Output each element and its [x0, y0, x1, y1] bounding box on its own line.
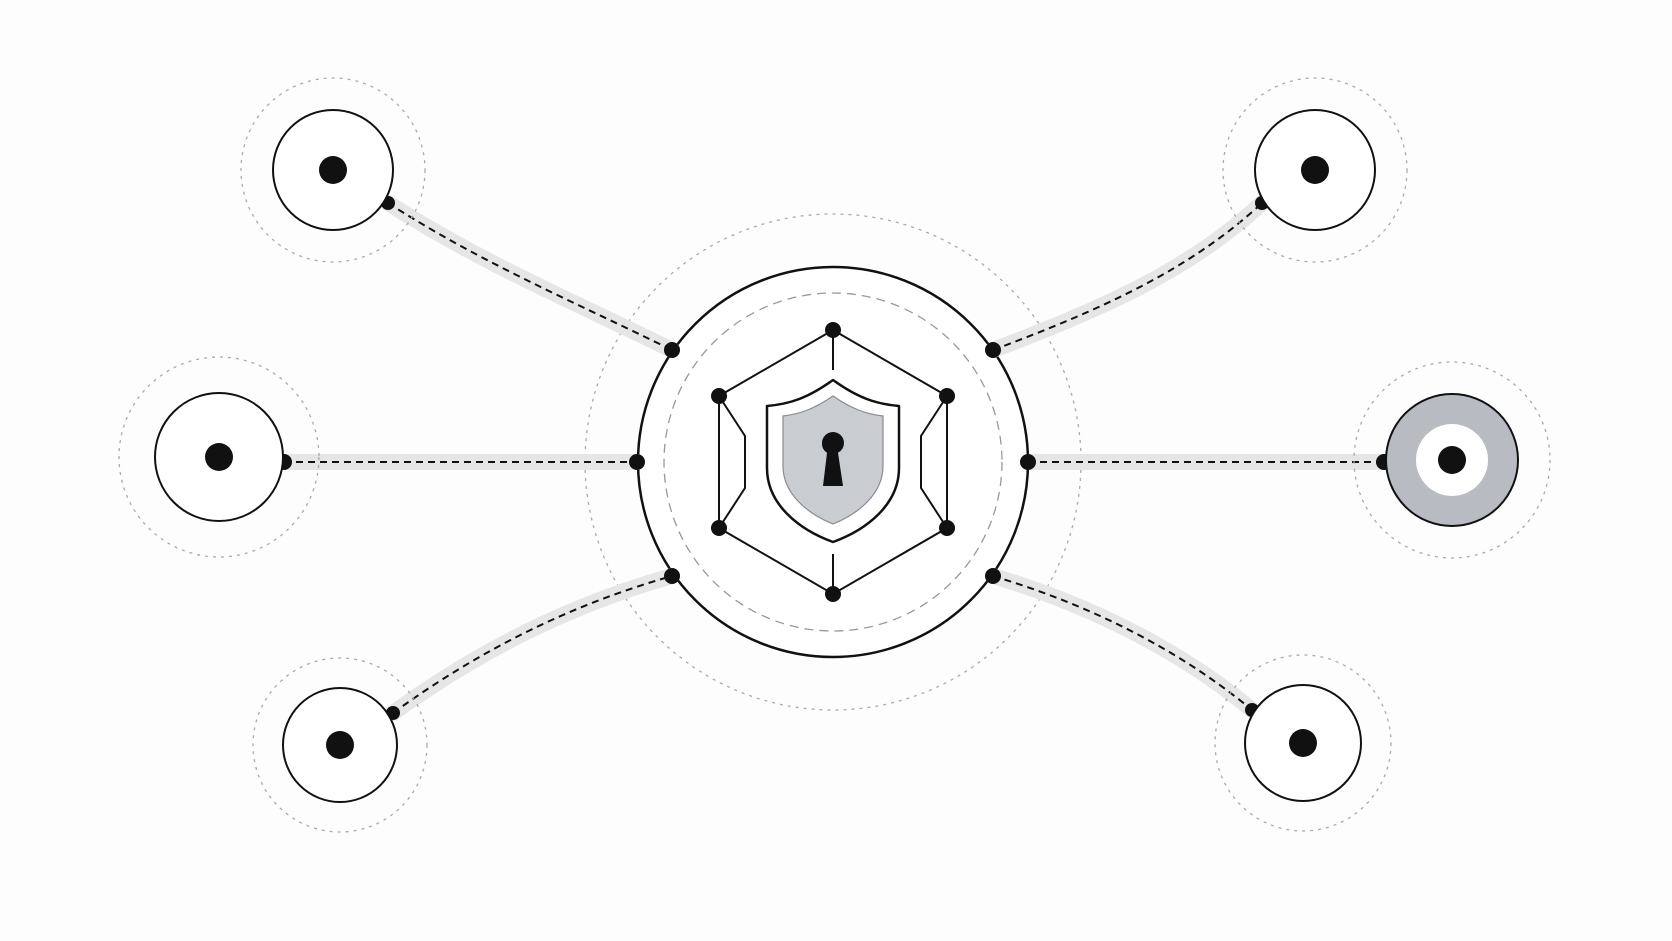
connector-middle-left: [276, 454, 645, 470]
connector-halo: [985, 568, 1260, 718]
hexagon-bracket-right: [920, 395, 948, 529]
shield-lock-icon: [765, 378, 901, 544]
port-dot: [985, 342, 1001, 358]
target-node-icon: [1438, 446, 1466, 474]
hexagon-frame: [711, 322, 955, 602]
hexagon-vertex-dot: [939, 388, 955, 404]
hexagon-vertex-dot: [825, 322, 841, 338]
connector-bottom-right: [985, 568, 1260, 718]
satellite-node-bottom-right: [1214, 654, 1392, 832]
node-orbit: [118, 356, 320, 558]
port-dot: [1020, 454, 1036, 470]
connector-top-left: [380, 195, 680, 358]
hexagon-bracket-left: [718, 395, 746, 529]
hexagon-vertex-dot: [939, 520, 955, 536]
satellite-node-middle-left: [118, 356, 320, 558]
node-icon: [1301, 156, 1329, 184]
connector-halo: [385, 568, 680, 721]
connector-halo: [380, 195, 680, 358]
connector-line: [387, 202, 673, 351]
keyhole-icon: [821, 432, 844, 486]
node-orbit: [1222, 77, 1408, 263]
node-orbit: [1353, 361, 1551, 559]
satellite-node-top-left: [240, 77, 426, 263]
node-icon: [319, 156, 347, 184]
connector-bottom-left: [385, 568, 680, 721]
satellite-node-bottom-left: [252, 657, 428, 833]
satellite-node-top-right: [1222, 77, 1408, 263]
hexagon-vertex-dot: [711, 520, 727, 536]
satellite-node-middle-right: [1353, 361, 1551, 559]
hexagon-vertex-dot: [825, 586, 841, 602]
node-orbit: [1214, 654, 1392, 832]
hexagon-vertex-dot: [711, 388, 727, 404]
node-icon: [1289, 729, 1317, 757]
node-orbit: [240, 77, 426, 263]
connector-line: [992, 575, 1253, 711]
connector-line: [992, 202, 1263, 351]
port-dot: [629, 454, 645, 470]
connector-halo: [985, 195, 1270, 358]
port-dot: [664, 342, 680, 358]
connector-top-right: [985, 195, 1270, 358]
hub-inner-orbit: [663, 292, 1003, 632]
node-orbit: [252, 657, 428, 833]
connector-middle-right: [1020, 454, 1392, 470]
port-dot: [985, 568, 1001, 584]
port-dot: [664, 568, 680, 584]
node-icon: [205, 443, 233, 471]
connector-line: [392, 575, 673, 714]
node-icon: [326, 731, 354, 759]
